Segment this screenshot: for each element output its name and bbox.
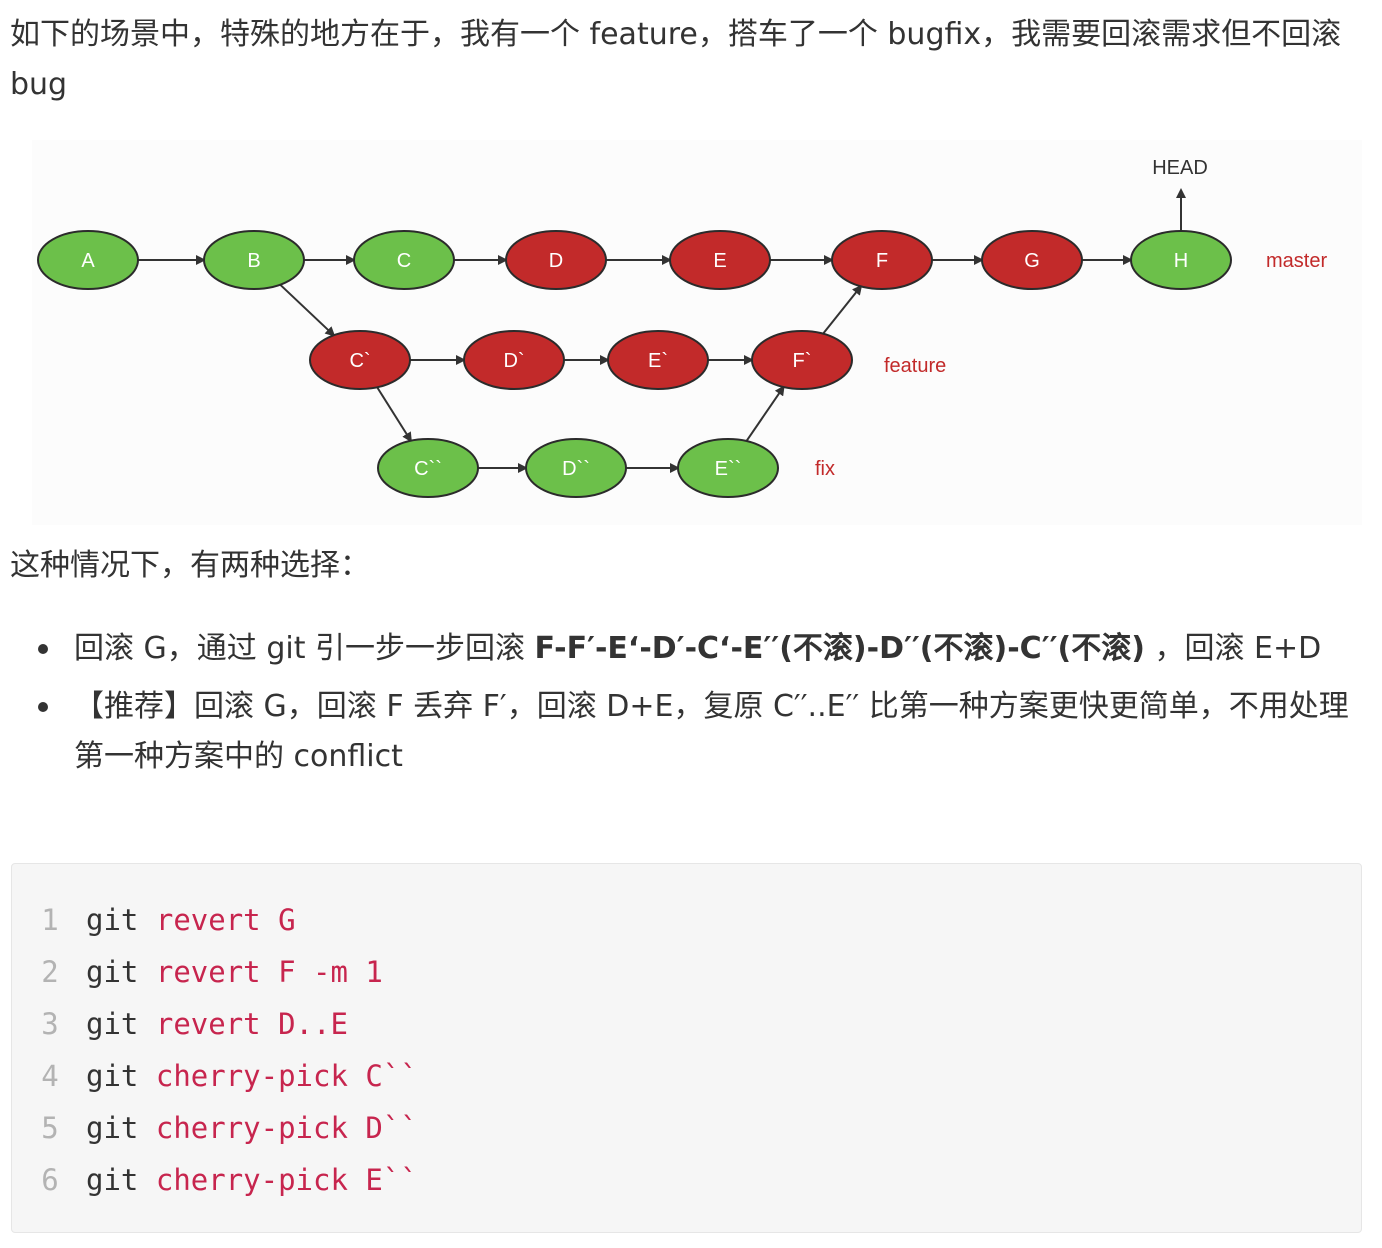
options-list: 回滚 G，通过 git 引一步一步回滚 F-F′-E‘-D′-C‘-E′′(不滚… (0, 624, 1362, 790)
commit-node-shape (1130, 230, 1232, 290)
commit-node-shape (981, 230, 1083, 290)
commit-node-label: D (549, 250, 563, 272)
diagram-labels: HEAD master feature fix (815, 157, 1327, 480)
code-line: 6 git cherry-pick E`` (12, 1154, 418, 1206)
commit-node: H (1130, 230, 1232, 290)
code-argument: revert G (155, 903, 296, 937)
commit-node: F` (751, 330, 853, 390)
commit-node: B (203, 230, 305, 290)
branch-label-master: master (1266, 250, 1327, 272)
commit-node-label: C` (349, 350, 370, 372)
commit-node-label: E` (648, 350, 668, 372)
code-command: git (86, 1059, 139, 1093)
bullet-icon (38, 702, 48, 712)
commit-node: A (37, 230, 139, 290)
commit-node-shape (525, 438, 627, 498)
code-line: 2 git revert F -m 1 (12, 946, 383, 998)
commit-node-label: F` (793, 350, 812, 372)
commit-node-label: E`` (715, 458, 742, 480)
commit-node: G (981, 230, 1083, 290)
commit-node: C` (309, 330, 411, 390)
diagram-nodes: A B C D E F G H C` D` E` F` C`` D`` E`` (37, 230, 1232, 498)
line-number: 3 (41, 1007, 59, 1041)
code-command: git (86, 955, 139, 989)
commit-node-shape (669, 230, 771, 290)
option-item-2: 【推荐】回滚 G，回滚 F 丢弃 F′，回滚 D+E，复原 C′′..E′′ 比… (0, 682, 1362, 782)
commit-node-label: B (247, 250, 260, 272)
commit-node-label: D`` (562, 458, 590, 480)
commit-edge (822, 284, 863, 335)
head-label: HEAD (1152, 157, 1208, 179)
option-2-prefix: 【推荐】回滚 G，回滚 F 丢弃 F′，回滚 D+E，复原 C′′..E′′ 比… (74, 689, 1349, 774)
intro-paragraph: 如下的场景中，特殊的地方在于，我有一个 feature，搭车了一个 bugfix… (10, 17, 1342, 102)
commit-node-shape (831, 230, 933, 290)
code-line: 4 git cherry-pick C`` (12, 1050, 418, 1102)
option-item-1: 回滚 G，通过 git 引一步一步回滚 F-F′-E‘-D′-C‘-E′′(不滚… (0, 624, 1362, 674)
option-1-bold: F-F′-E‘-D′-C‘-E′′(不滚)-D′′(不滚)-C′′(不滚) (534, 631, 1145, 666)
code-command: git (86, 1111, 139, 1145)
commit-node: C (353, 230, 455, 290)
commit-edge (279, 283, 336, 337)
commit-node-shape (751, 330, 853, 390)
commit-node-shape (309, 330, 411, 390)
commit-node-shape (677, 438, 779, 498)
code-argument: cherry-pick C`` (155, 1059, 418, 1093)
line-number: 5 (41, 1111, 59, 1145)
commit-node-label: H (1174, 250, 1188, 272)
commit-node-label: G (1024, 250, 1040, 272)
commit-node-label: C`` (414, 458, 442, 480)
bullet-icon (38, 644, 48, 654)
commit-node-shape (37, 230, 139, 290)
commit-node-shape (505, 230, 607, 290)
code-line: 5 git cherry-pick D`` (12, 1102, 418, 1154)
code-argument: cherry-pick D`` (155, 1111, 418, 1145)
code-block[interactable]: 1 git revert G 2 git revert F -m 1 3 git re… (11, 863, 1362, 1233)
commit-node-shape (377, 438, 479, 498)
line-number: 1 (41, 903, 59, 937)
commit-node-shape (463, 330, 565, 390)
commit-node-shape (203, 230, 305, 290)
commit-node-label: F (876, 250, 888, 272)
commit-node: E`` (677, 438, 779, 498)
line-number: 6 (41, 1163, 59, 1197)
line-number: 2 (41, 955, 59, 989)
commit-node: D`` (525, 438, 627, 498)
commit-node: D` (463, 330, 565, 390)
code-command: git (86, 1007, 139, 1041)
branch-label-fix: fix (815, 458, 835, 480)
code-argument: cherry-pick E`` (155, 1163, 418, 1197)
code-command: git (86, 903, 139, 937)
option-1-suffix: ，回滚 E+D (1144, 631, 1322, 666)
choice-paragraph: 这种情况下，有两种选择： (10, 548, 370, 583)
commit-node: D (505, 230, 607, 290)
code-argument: revert D..E (155, 1007, 348, 1041)
commit-node: E` (607, 330, 709, 390)
code-argument: revert F -m 1 (155, 955, 383, 989)
commit-node-label: D` (503, 350, 524, 372)
commit-edge (376, 386, 412, 443)
commit-edge (745, 385, 785, 442)
git-branch-diagram: A B C D E F G H C` D` E` F` C`` D`` E`` HEAD master fe… (32, 140, 1362, 525)
commit-node-label: A (81, 250, 95, 272)
code-line: 1 git revert G (12, 894, 296, 946)
diagram-edges (138, 188, 1186, 473)
option-1-prefix: 回滚 G，通过 git 引一步一步回滚 (74, 631, 535, 666)
line-number: 4 (41, 1059, 59, 1093)
commit-node-label: C (397, 250, 411, 272)
branch-label-feature: feature (884, 355, 946, 377)
commit-node-shape (353, 230, 455, 290)
code-line: 3 git revert D..E (12, 998, 348, 1050)
commit-node: F (831, 230, 933, 290)
code-command: git (86, 1163, 139, 1197)
commit-node: E (669, 230, 771, 290)
commit-node: C`` (377, 438, 479, 498)
diagram-svg: A B C D E F G H C` D` E` F` C`` D`` E`` HEAD master fe… (32, 140, 1362, 525)
commit-node-label: E (713, 250, 726, 272)
commit-node-shape (607, 330, 709, 390)
